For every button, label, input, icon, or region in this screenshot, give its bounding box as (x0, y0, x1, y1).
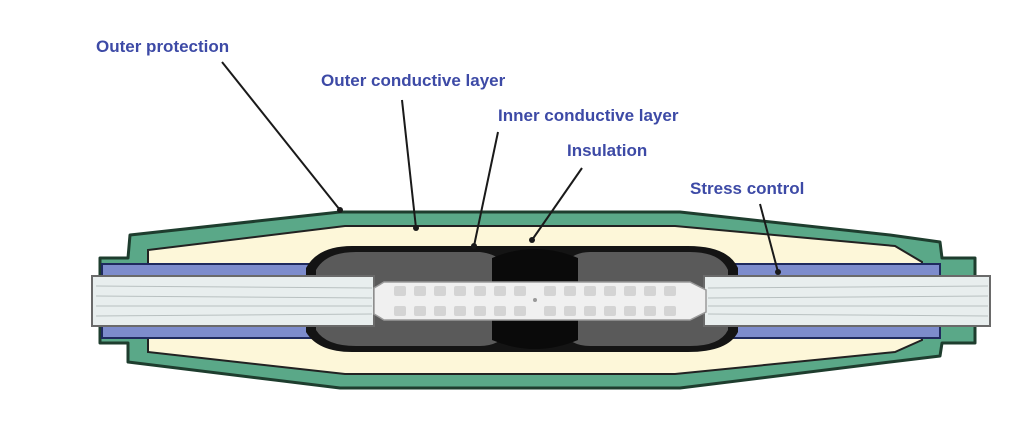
leader-outer-conductive-layer (401, 99, 417, 229)
leader-dot-outer-conductive-layer (413, 225, 419, 231)
label-outer-protection: Outer protection (96, 37, 229, 56)
label-outer-conductive-layer: Outer conductive layer (321, 71, 506, 90)
cable-core-left (91, 275, 375, 327)
label-inner-conductive-layer: Inner conductive layer (498, 106, 679, 125)
leader-dot-outer-protection (337, 207, 343, 213)
leader-dot-stress-control (775, 269, 781, 275)
label-insulation: Insulation (567, 141, 647, 160)
leader-stress-control (759, 203, 779, 273)
label-stress-control: Stress control (690, 179, 804, 198)
leader-inner-conductive-layer (473, 131, 499, 247)
cable-core-right (703, 275, 991, 327)
leader-dot-inner-conductive-layer (471, 243, 477, 249)
leader-insulation (531, 167, 583, 241)
connector (373, 281, 707, 321)
leader-outer-protection (221, 61, 341, 211)
leader-dot-insulation (529, 237, 535, 243)
